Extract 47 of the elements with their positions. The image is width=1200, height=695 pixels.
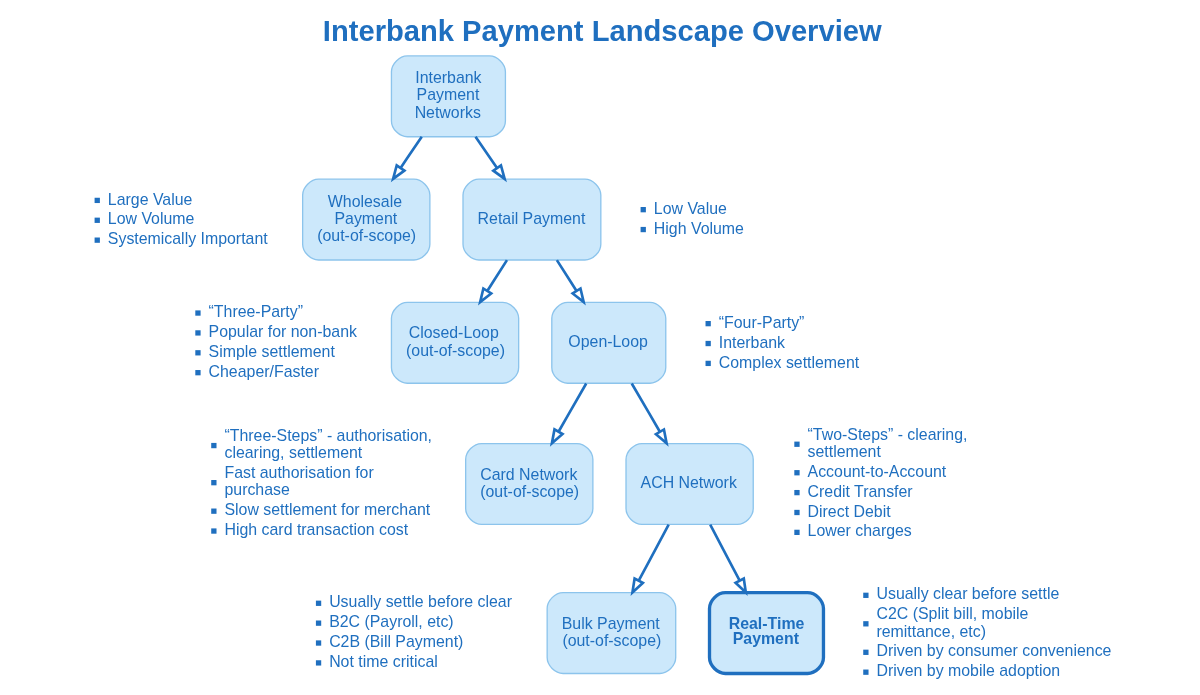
arrow	[473, 136, 507, 183]
node-box: ACH Network	[624, 442, 754, 526]
node-label: Low Value	[653, 199, 727, 217]
node-label: High card transaction cost	[223, 521, 408, 539]
node-label: Cheaper/Faster	[208, 362, 319, 380]
node-label: Lower charges	[807, 522, 912, 540]
node-label: Systemically Important	[107, 230, 268, 248]
node-label: Account-to-Account	[807, 462, 946, 480]
node-label: Usually clear before settle	[875, 585, 1059, 603]
node-label: Interbank	[718, 333, 785, 351]
arrow	[555, 259, 586, 306]
node-label: Popular for non-bank	[208, 323, 357, 341]
arrow	[630, 523, 670, 596]
node-label: Low Volume	[107, 210, 194, 228]
node-box: Card Network (out-of-scope)	[464, 442, 594, 526]
node-label: Complex settlement	[718, 353, 859, 371]
node-label: Slow settlement for merchant	[223, 501, 430, 519]
node-label: Not time critical	[328, 653, 438, 671]
node-label: B2C (Payroll, etc)	[328, 613, 454, 631]
node-label: “Three-Steps” - authorisation, clearing, settlement	[223, 427, 432, 462]
node-label: Usually settle before clear	[328, 593, 512, 611]
node-box: Interbank Payment Networks	[390, 55, 506, 138]
node-label: C2C (Split bill, mobile remittance, etc)	[875, 605, 1028, 640]
node-label: Simple settlement	[208, 342, 335, 360]
arrow	[477, 259, 508, 306]
arrow	[390, 136, 423, 183]
node-box: Wholesale Payment (out-of-scope)	[301, 178, 431, 261]
node-label: Fast authorisation for purchase	[223, 464, 374, 499]
diagram-title: Interbank Payment Landscape Overview	[322, 14, 882, 47]
node-label: C2B (Bill Payment)	[328, 633, 463, 651]
node-label: “Four-Party”	[718, 313, 804, 331]
node-label: Driven by mobile adoption	[875, 662, 1060, 680]
node-box: Open-Loop	[550, 301, 666, 384]
arrow	[630, 382, 669, 447]
node-box: Bulk Payment (out-of-scope)	[546, 592, 676, 675]
arrow	[549, 382, 587, 447]
node-label: Large Value	[107, 190, 192, 208]
node-label: Credit Transfer	[807, 482, 913, 500]
node-box: Real-Time Payment	[707, 591, 825, 676]
node-box: Retail Payment	[461, 178, 601, 261]
arrow	[708, 523, 748, 596]
node-box: Closed-Loop (out-of-scope)	[390, 301, 519, 384]
node-label: “Three-Party”	[208, 303, 303, 321]
node-label: High Volume	[653, 219, 744, 237]
node-label: Driven by consumer convenience	[875, 642, 1111, 660]
node-label: Direct Debit	[807, 502, 891, 520]
node-label: “Two-Steps” - clearing, settlement	[807, 425, 967, 460]
